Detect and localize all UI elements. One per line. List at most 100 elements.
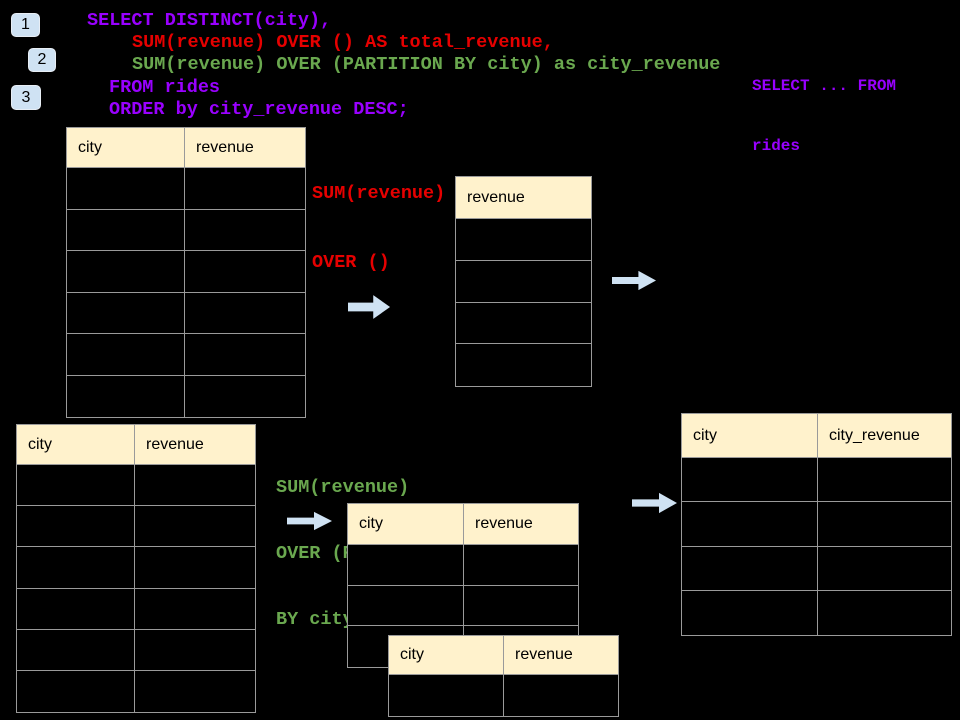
table-row [17, 465, 255, 507]
empty-cell [456, 261, 591, 302]
column-header-revenue: revenue [185, 128, 305, 167]
table-row [67, 251, 305, 293]
table-row [456, 344, 591, 386]
empty-cell [67, 334, 185, 375]
annotation-total-line2: OVER () [312, 252, 390, 273]
table-partition-front-header-row: city revenue [389, 636, 618, 675]
column-header-city: city [389, 636, 504, 674]
empty-cell [135, 547, 255, 587]
side-note-line1: SELECT ... FROM [752, 77, 897, 95]
column-header-revenue: revenue [456, 177, 591, 218]
arrow-right-icon [348, 295, 391, 319]
table-revenue-only-header-row: revenue [456, 177, 591, 219]
empty-cell [135, 671, 255, 712]
empty-cell [17, 465, 135, 506]
sql-line-city-revenue: SUM(revenue) OVER (PARTITION BY city) as… [132, 54, 721, 75]
step-badge-3-label: 3 [21, 88, 31, 106]
empty-cell [682, 502, 818, 546]
empty-cell [348, 585, 464, 625]
empty-cell [818, 502, 951, 545]
empty-cell [818, 591, 951, 635]
empty-cell [67, 292, 185, 333]
sql-line-total-revenue: SUM(revenue) OVER () AS total_revenue, [132, 32, 554, 53]
table-row [17, 670, 255, 713]
empty-cell [456, 303, 591, 344]
table-row [17, 506, 255, 548]
empty-cell [185, 376, 305, 418]
step-badge-2-label: 2 [37, 51, 47, 68]
table-source-bottom-header-row: city revenue [17, 425, 255, 465]
step-badge-3: 3 [11, 85, 41, 110]
step-badge-1-label: 1 [21, 16, 30, 33]
empty-cell [17, 547, 135, 588]
column-header-revenue: revenue [504, 636, 618, 674]
table-row [67, 209, 305, 251]
empty-cell [185, 210, 305, 251]
table-row [456, 261, 591, 303]
empty-cell [185, 168, 305, 209]
table-row [682, 502, 951, 547]
table-partition-back-header-row: city revenue [348, 504, 578, 545]
empty-cell [818, 547, 951, 590]
table-row [67, 334, 305, 376]
column-header-city: city [67, 128, 185, 167]
column-header-city: city [348, 504, 464, 544]
annotation-partition-line1: SUM(revenue) [276, 477, 410, 498]
arrow-right-icon [612, 270, 657, 291]
empty-cell [17, 588, 135, 629]
table-row [67, 168, 305, 210]
column-header-revenue: revenue [464, 504, 578, 544]
table-row [348, 545, 578, 586]
empty-cell [818, 458, 951, 501]
table-row [17, 588, 255, 630]
empty-cell [456, 219, 591, 260]
empty-cell [464, 545, 578, 585]
empty-cell [185, 251, 305, 292]
table-row [17, 629, 255, 671]
table-result-header-row: city city_revenue [682, 414, 951, 458]
table-row [67, 292, 305, 334]
empty-cell [17, 629, 135, 670]
empty-cell [67, 375, 185, 417]
table-result: city city_revenue [681, 413, 952, 636]
step-badge-2: 2 [28, 48, 56, 72]
sql-line-select: SELECT DISTINCT(city), [87, 10, 332, 31]
empty-cell [135, 630, 255, 670]
side-note: SELECT ... FROM rides [752, 36, 896, 196]
empty-cell [682, 590, 818, 635]
table-row [17, 547, 255, 589]
empty-cell [67, 168, 185, 209]
empty-cell [67, 251, 185, 292]
sql-line-from: FROM rides [109, 77, 221, 98]
table-source-top: city revenue [66, 127, 306, 418]
empty-cell [185, 334, 305, 375]
table-source-top-header-row: city revenue [67, 128, 305, 168]
empty-cell [67, 209, 185, 250]
empty-cell [135, 465, 255, 505]
empty-cell [464, 586, 578, 626]
column-header-city: city [17, 425, 135, 464]
arrow-right-icon [632, 492, 677, 514]
table-row [67, 375, 305, 418]
annotation-total-revenue: SUM(revenue) OVER () [312, 136, 445, 320]
table-row [682, 590, 951, 635]
column-header-revenue: revenue [135, 425, 255, 464]
empty-cell [682, 546, 818, 590]
empty-cell [135, 506, 255, 546]
table-source-bottom: city revenue [16, 424, 256, 714]
empty-cell [456, 344, 591, 386]
table-row [682, 546, 951, 591]
table-row [456, 303, 591, 345]
annotation-total-line1: SUM(revenue) [312, 183, 446, 204]
column-header-city-revenue: city_revenue [818, 414, 951, 457]
sql-line-order-by: ORDER by city_revenue DESC; [109, 99, 409, 120]
table-row [682, 458, 951, 503]
empty-cell [389, 675, 504, 716]
arrow-right-icon [287, 511, 332, 531]
empty-cell [682, 458, 818, 502]
step-badge-1: 1 [11, 13, 40, 37]
column-header-city: city [682, 414, 818, 457]
empty-cell [185, 293, 305, 334]
table-row [456, 219, 591, 261]
